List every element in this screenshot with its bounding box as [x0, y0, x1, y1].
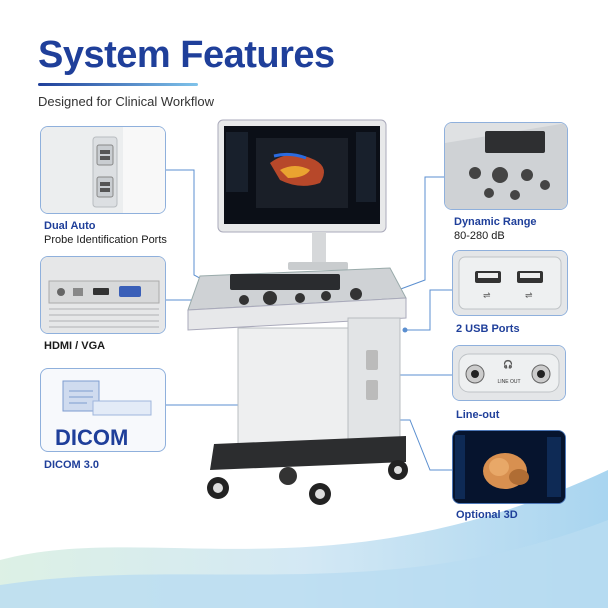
document-icon [62, 380, 152, 416]
dicom-card: DICOM 3.0 [40, 368, 166, 452]
line-out-label: Line-out [456, 408, 499, 422]
probe-ports-subtitle: Probe Identification Ports [44, 234, 167, 246]
optional-3d-label: Optional 3D [456, 508, 518, 522]
3d-ultrasound-icon [453, 431, 565, 503]
optional-3d-title: Optional 3D [456, 509, 518, 521]
dynamic-range-label: Dynamic Range 80-280 dB [454, 215, 537, 243]
optional-3d-card [452, 430, 566, 504]
usb-label: 2 USB Ports [456, 322, 520, 336]
page-title: System Features [38, 34, 335, 76]
ultrasound-machine [187, 119, 408, 505]
hdmi-vga-card [40, 256, 166, 334]
probe-ports-title: Dual Auto [44, 220, 96, 232]
dynamic-range-subtitle: 80-280 dB [454, 230, 505, 242]
usb-ports-icon: ⇌ ⇌ [453, 251, 567, 315]
page-subtitle: Designed for Clinical Workflow [38, 94, 215, 109]
usb-card: ⇌ ⇌ [452, 250, 568, 316]
probe-ports-card [40, 126, 166, 214]
probe-ports-label: Dual Auto Probe Identification Ports [44, 219, 167, 247]
dicom-card-text: DICOM 3.0 [55, 425, 129, 450]
svg-text:⇌: ⇌ [525, 291, 533, 301]
svg-text:🎧: 🎧 [503, 359, 513, 369]
line-out-title: Line-out [456, 409, 500, 421]
dynamic-range-title: Dynamic Range [454, 216, 537, 228]
dicom-title: DICOM 3.0 [44, 459, 100, 471]
line-out-port-label: LINE OUT [497, 379, 521, 385]
title-underline [38, 83, 198, 86]
audio-jack-icon: 🎧 [453, 346, 565, 400]
hdmi-vga-icon [41, 257, 165, 333]
svg-text:⇌: ⇌ [483, 291, 491, 301]
dicom-label: DICOM 3.0 [44, 458, 99, 472]
line-out-card: 🎧 LINE OUT [452, 345, 566, 401]
probe-ports-icon [41, 127, 165, 213]
control-panel-icon [445, 123, 567, 209]
hdmi-vga-label: HDMI / VGA [44, 339, 105, 353]
hdmi-vga-title: HDMI / VGA [44, 340, 106, 352]
dynamic-range-card [444, 122, 568, 210]
usb-title: 2 USB Ports [456, 323, 520, 335]
